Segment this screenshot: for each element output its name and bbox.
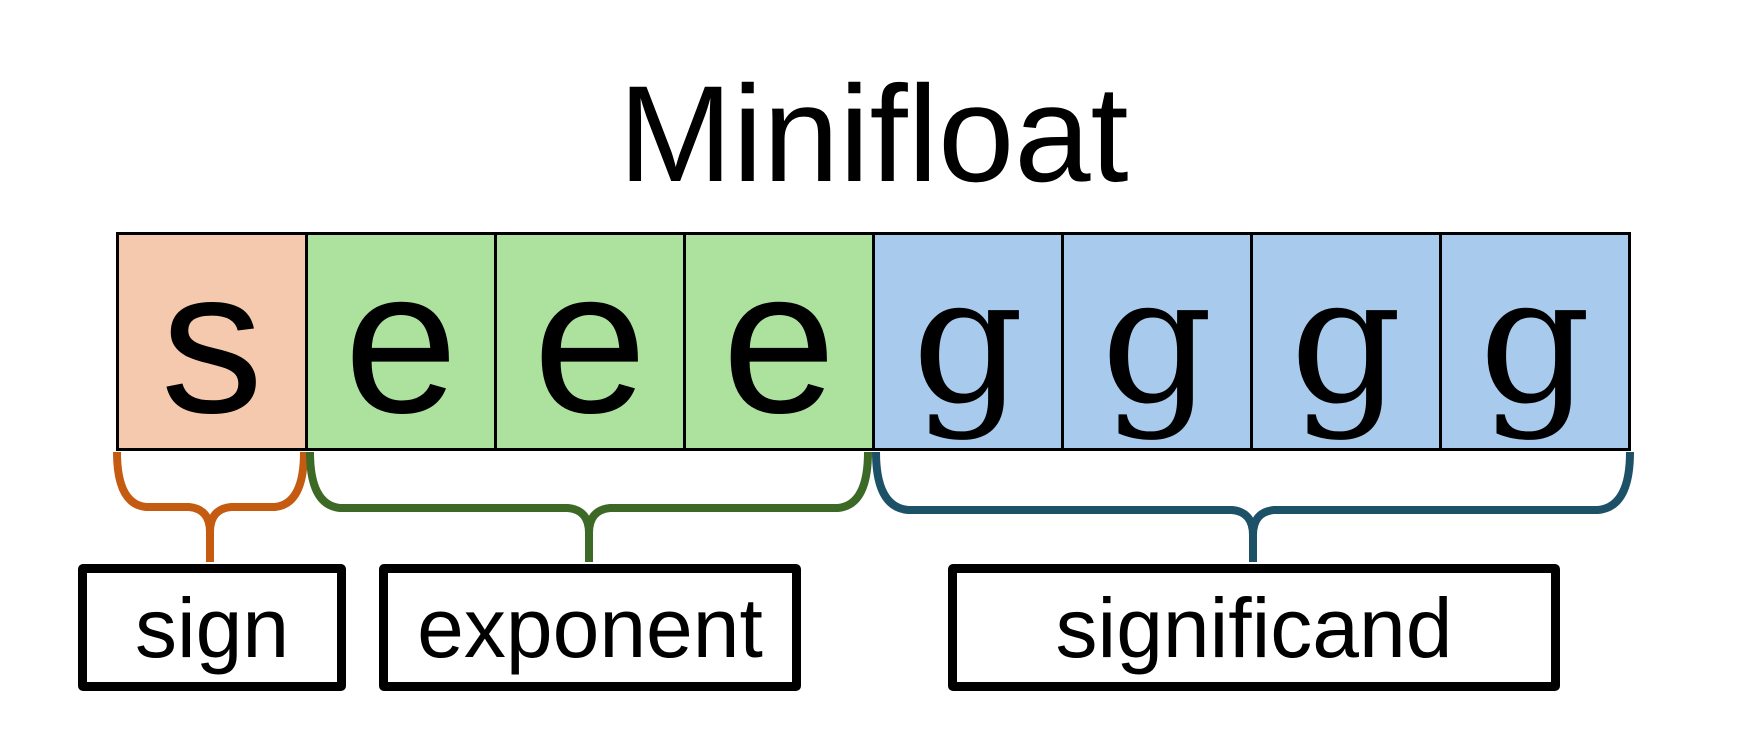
significand-brace	[872, 451, 1634, 562]
significand-label-box: significand	[948, 564, 1560, 691]
sign-label-box: sign	[78, 564, 346, 691]
diagram-title: Minifloat	[618, 58, 1129, 211]
bit-letter-exponent: e	[532, 227, 647, 456]
bit-cell-exponent-1: e	[308, 235, 497, 448]
bit-letter-sign: s	[160, 227, 264, 456]
bit-letter-significand: g	[1289, 240, 1403, 443]
sign-brace	[113, 451, 308, 562]
bit-cell-significand-2: g	[1064, 235, 1253, 448]
bit-cell-exponent-2: e	[497, 235, 686, 448]
sign-label: sign	[134, 580, 290, 675]
bit-cell-sign: s	[119, 235, 308, 448]
bitfield-row: s e e e g g g g	[116, 232, 1631, 451]
bit-cell-exponent-3: e	[686, 235, 875, 448]
bit-letter-significand: g	[911, 240, 1025, 443]
bit-letter-significand: g	[1478, 240, 1592, 443]
bit-cell-significand-3: g	[1253, 235, 1442, 448]
bit-letter-exponent: e	[721, 227, 836, 456]
significand-label: significand	[1055, 580, 1453, 675]
bit-letter-exponent: e	[343, 227, 458, 456]
bit-letter-significand: g	[1100, 240, 1214, 443]
exponent-label-box: exponent	[379, 564, 801, 691]
bit-cell-significand-1: g	[875, 235, 1064, 448]
bit-cell-significand-4: g	[1442, 235, 1628, 448]
exponent-label: exponent	[417, 580, 763, 675]
exponent-brace	[306, 451, 872, 562]
